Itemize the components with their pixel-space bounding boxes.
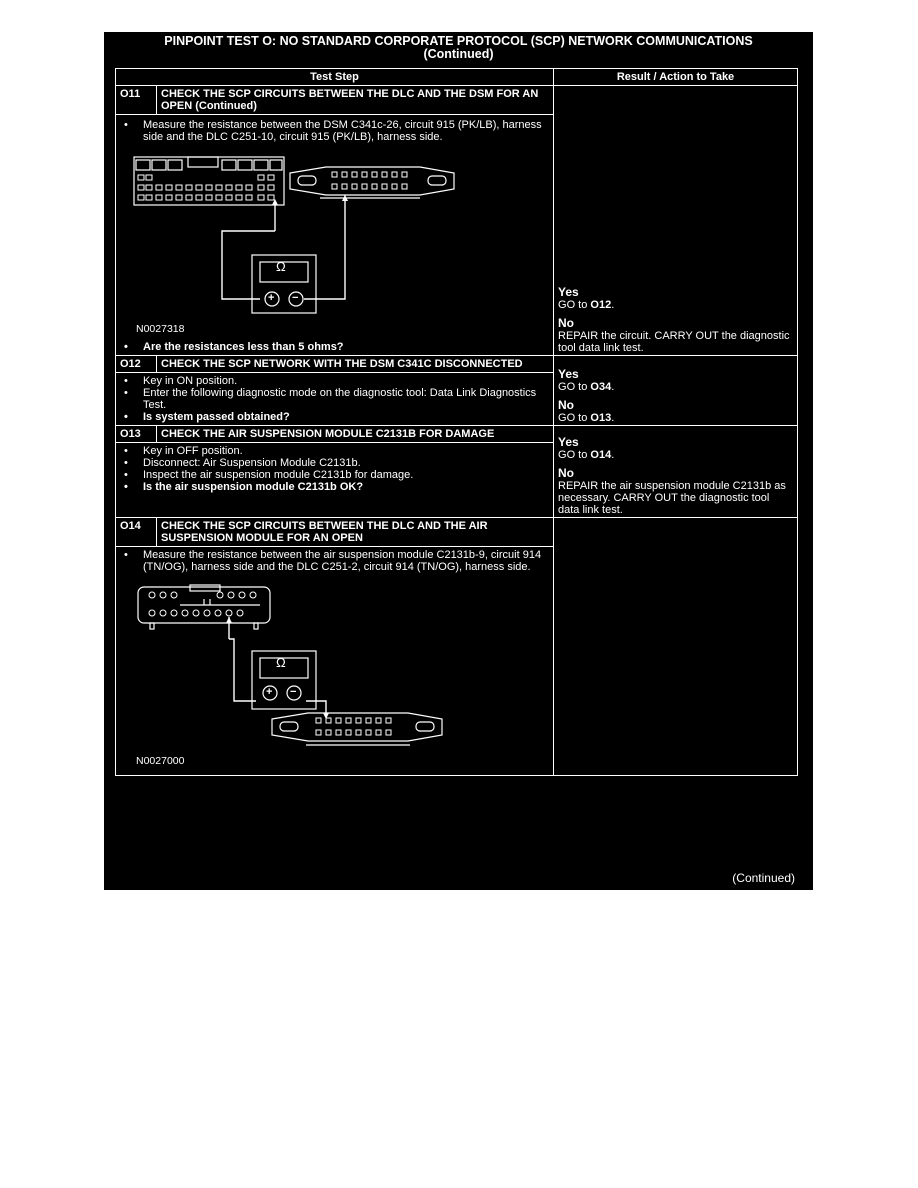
goto-link: O14 [590,449,612,461]
pinpoint-test-table: Test Step Result / Action to Take O11 CH… [114,68,799,776]
no-action: REPAIR the circuit. CARRY OUT the diagno… [558,330,790,354]
meter-minus-terminal: − [292,292,299,304]
step-id: O12 [115,355,157,373]
dsm-terminals [137,174,275,201]
step-o11-title-row: O11 CHECK THE SCP CIRCUITS BETWEEN THE D… [115,85,799,356]
module-terminals [148,591,257,617]
step-o12-body: Key in ON position. Enter the following … [114,372,555,426]
step-o11-result: Yes GO to O12. No REPAIR the circuit. CA… [553,85,799,356]
step-o12-body-row: Key in ON position. Enter the following … [114,372,798,426]
step-id: O13 [115,425,157,443]
step-o14-title-row: O14 CHECK THE SCP CIRCUITS BETWEEN THE D… [115,517,799,776]
step-title: CHECK THE SCP CIRCUITS BETWEEN THE DLC A… [155,517,555,547]
connector-diagram [133,156,455,314]
manual-page: PINPOINT TEST O: NO STANDARD CORPORATE P… [104,32,813,890]
step-instruction: Key in ON position. [120,375,549,387]
no-action: REPAIR the air suspension module C2131b … [558,480,786,516]
goto-link: O13 [590,412,612,424]
yes-action: GO to O14. [558,449,615,461]
meter-minus-terminal: − [290,686,297,698]
step-o12-title-row: O12 CHECK THE SCP NETWORK WITH THE DSM C… [115,355,799,426]
step-o14-body: Measure the resistance between the air s… [114,546,555,776]
yes-label: Yes [558,285,579,299]
wiring-figure-dsm-dlc: Ω + − N0027318 [120,143,549,341]
goto-link: O12 [590,299,612,311]
ohm-symbol: Ω [276,655,286,670]
dlc-connector [271,712,443,746]
title-line-1: PINPOINT TEST O: NO STANDARD CORPORATE P… [164,34,753,48]
step-id: O14 [115,517,157,547]
connector-diagram [137,584,443,746]
column-header-result: Result / Action to Take [553,68,799,86]
title-line-2: (Continued) [423,47,494,61]
goto-link: O34 [590,381,612,393]
no-label: No [558,466,575,480]
no-label: No [558,398,575,412]
step-title: CHECK THE SCP CIRCUITS BETWEEN THE DLC A… [155,85,555,115]
step-instruction: Measure the resistance between the DSM C… [120,119,549,143]
meter-plus-terminal: + [266,686,273,698]
page-title: PINPOINT TEST O: NO STANDARD CORPORATE P… [104,35,813,61]
step-o11-body-row: Measure the resistance between the DSM C… [114,114,798,356]
continued-note: (Continued) [732,871,795,885]
step-o12-result: Yes GO to O34. No GO to O13. [553,355,799,426]
no-action: GO to O13. [558,412,615,424]
step-id: O11 [115,85,157,115]
step-o13-body: Key in OFF position. Disconnect: Air Sus… [114,442,555,518]
column-header-test-step: Test Step [114,68,555,86]
figure-id: N0027318 [136,323,185,335]
step-question: Are the resistances less than 5 ohms? [120,341,549,353]
step-question: Is system passed obtained? [120,411,549,423]
yes-label: Yes [558,367,579,381]
step-title: CHECK THE SCP NETWORK WITH THE DSM C341C… [155,355,555,373]
step-title: CHECK THE AIR SUSPENSION MODULE C2131B F… [155,425,555,443]
yes-label: Yes [558,435,579,449]
dlc-connector [289,166,455,199]
step-instruction: Enter the following diagnostic mode on t… [120,387,549,411]
no-label: No [558,316,575,330]
step-instruction: Inspect the air suspension module C2131b… [120,469,549,481]
yes-action: GO to O12. [558,299,615,311]
wiring-figure-module-dlc: Ω + − N0027000 [120,573,549,773]
step-instruction: Key in OFF position. [120,445,549,457]
ohm-symbol: Ω [276,259,286,274]
step-o14-body-row: Measure the resistance between the air s… [114,546,798,776]
step-o14-result [553,517,799,776]
step-o13-title-row: O13 CHECK THE AIR SUSPENSION MODULE C213… [115,425,799,518]
step-question: Is the air suspension module C2131b OK? [120,481,549,493]
yes-action: GO to O34. [558,381,615,393]
table-header-row: Test Step Result / Action to Take [114,68,799,86]
step-o13-result: Yes GO to O14. No REPAIR the air suspens… [553,425,799,518]
air-suspension-connector [137,584,271,630]
ohmmeter [251,650,317,710]
ohmmeter [251,254,317,314]
step-instruction: Disconnect: Air Suspension Module C2131b… [120,457,549,469]
meter-plus-terminal: + [268,292,275,304]
step-instruction: Measure the resistance between the air s… [120,549,549,573]
step-o11-body: Measure the resistance between the DSM C… [114,114,555,356]
figure-id: N0027000 [136,755,185,767]
